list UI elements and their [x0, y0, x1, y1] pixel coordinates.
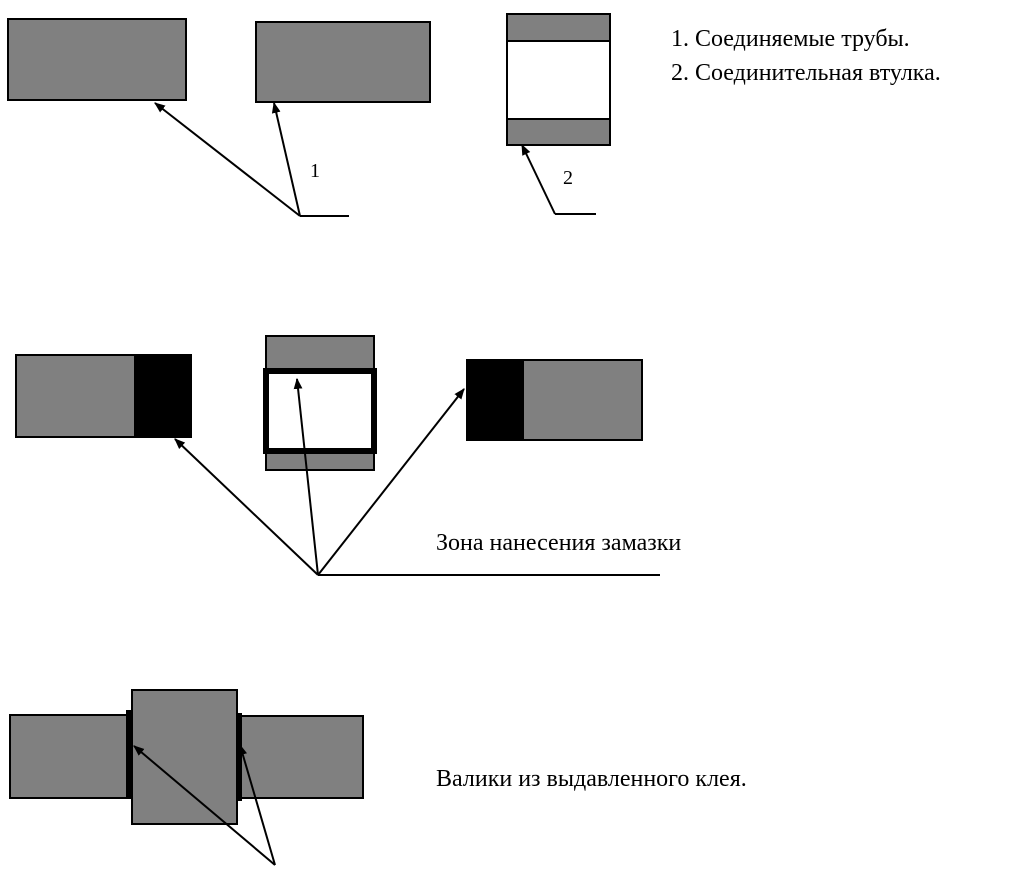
- leader-sleeve: [521, 144, 596, 215]
- pipe-right-with-adhesive: [466, 359, 643, 441]
- leader-pipes: [154, 101, 349, 217]
- glue-bead-left: [126, 710, 133, 798]
- pipe-right: [255, 21, 431, 103]
- label-pipes-number: 1: [310, 160, 320, 182]
- adhesive-zone-sleeve: [263, 368, 377, 454]
- label-sleeve-number: 2: [563, 167, 573, 189]
- sleeve-with-adhesive: [263, 335, 377, 471]
- assembled-sleeve: [131, 689, 238, 825]
- section-adhesive-zones: Зона нанесения замазки: [15, 335, 681, 576]
- pipe-left: [7, 18, 187, 101]
- assembled-pipe-left: [9, 714, 136, 799]
- label-glue-beads: Валики из выдавленного клея.: [436, 766, 747, 792]
- label-adhesive-zone: Зона нанесения замазки: [436, 530, 681, 556]
- adhesive-zone-right: [467, 360, 524, 440]
- leader-glue-beads: [133, 743, 276, 866]
- adhesive-zone-left: [134, 355, 191, 437]
- leader-adhesive-zone: [174, 377, 660, 576]
- glue-bead-right: [235, 713, 242, 801]
- legend-item-2: 2. Соединительная втулка.: [671, 60, 941, 86]
- section-parts: 1 2 1. Соединяемые трубы. 2. Соединитель…: [7, 13, 941, 217]
- assembled-pipe-right: [234, 715, 364, 799]
- pipe-left-with-adhesive: [15, 354, 192, 438]
- sleeve-bore: [506, 40, 611, 120]
- sleeve: [506, 13, 611, 146]
- legend-item-1: 1. Соединяемые трубы.: [671, 26, 910, 52]
- section-assembled: Валики из выдавленного клея.: [9, 689, 747, 866]
